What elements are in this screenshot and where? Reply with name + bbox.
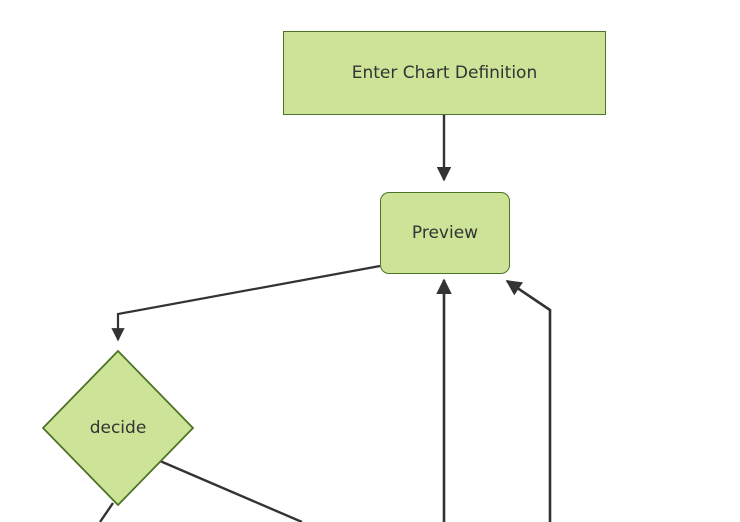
edge-preview-to-decide — [111, 264, 381, 342]
edge-decide-to-offscreen-right — [159, 459, 303, 522]
node-preview[interactable]: Preview — [380, 192, 510, 274]
edge-decide-to-offscreen-left — [99, 502, 114, 522]
node-decide[interactable]: decide — [42, 350, 194, 506]
node-enter-chart-definition[interactable]: Enter Chart Definition — [283, 31, 606, 115]
diamond-shape-icon — [42, 350, 194, 506]
node-decide-label: decide — [89, 418, 147, 438]
edge-bottom-right-to-preview — [505, 279, 552, 522]
node-enter-chart-definition-label: Enter Chart Definition — [351, 62, 538, 83]
node-preview-label: Preview — [411, 222, 479, 243]
